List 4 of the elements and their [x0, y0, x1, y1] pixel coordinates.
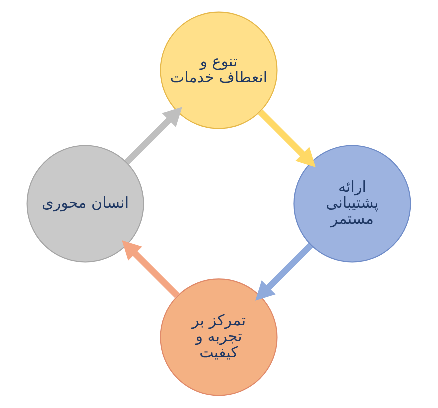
arrow [256, 243, 314, 301]
arrow [124, 107, 182, 165]
arrow [258, 110, 316, 168]
arrow [122, 240, 180, 298]
